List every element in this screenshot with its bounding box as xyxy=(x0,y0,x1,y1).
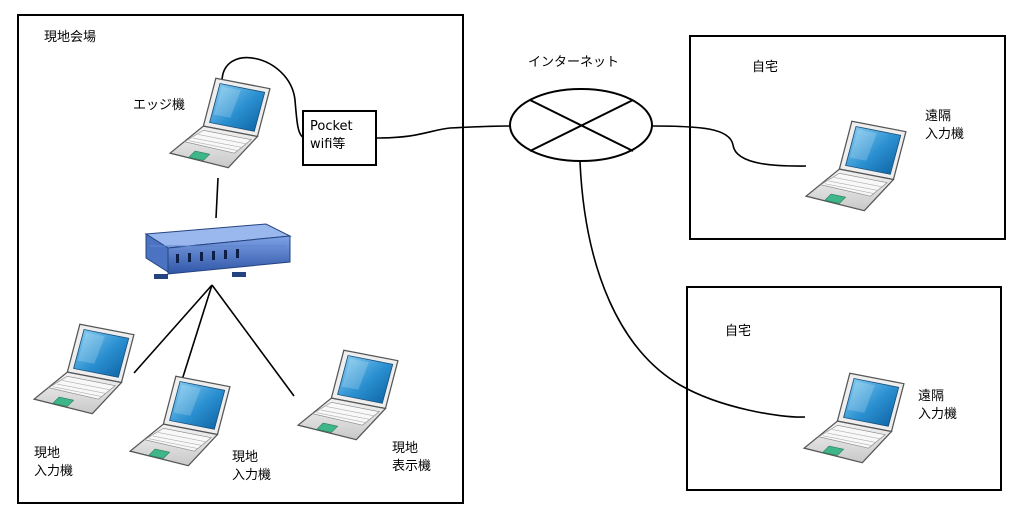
pocket-wifi-box xyxy=(302,110,377,166)
site-venue-label: 現地会場 xyxy=(44,30,97,45)
site-display-label: 現地 表示機 xyxy=(392,441,432,474)
router-to-client3-cable xyxy=(211,284,295,397)
edge-to-router-cable xyxy=(215,177,219,219)
home-label-1: 自宅 xyxy=(752,60,779,75)
internet-label: インターネット xyxy=(528,55,620,70)
home-label-2: 自宅 xyxy=(725,324,752,339)
edge-to-pocketwifi-cable xyxy=(221,56,305,139)
home-box-2 xyxy=(686,286,1002,491)
remote-input-label-1: 遠隔 入力機 xyxy=(925,109,965,142)
pocketwifi-to-internet-cable xyxy=(375,125,511,139)
internet-to-home2-cable xyxy=(579,161,806,418)
router-to-client2-cable xyxy=(181,284,213,381)
router-icon xyxy=(144,223,292,279)
internet-cloud-icon xyxy=(509,88,653,162)
site-venue-box xyxy=(17,14,464,504)
edge-device-label: エッジ機 xyxy=(133,98,186,113)
site-input-label-1: 現地 入力機 xyxy=(34,446,74,479)
pocket-wifi-label: Pocket wifi等 xyxy=(310,119,353,152)
router-to-client1-cable xyxy=(133,284,213,374)
remote-input-label-2: 遠隔 入力機 xyxy=(918,389,958,422)
home-box-1 xyxy=(689,35,1006,240)
site-input-label-2: 現地 入力機 xyxy=(232,450,272,483)
